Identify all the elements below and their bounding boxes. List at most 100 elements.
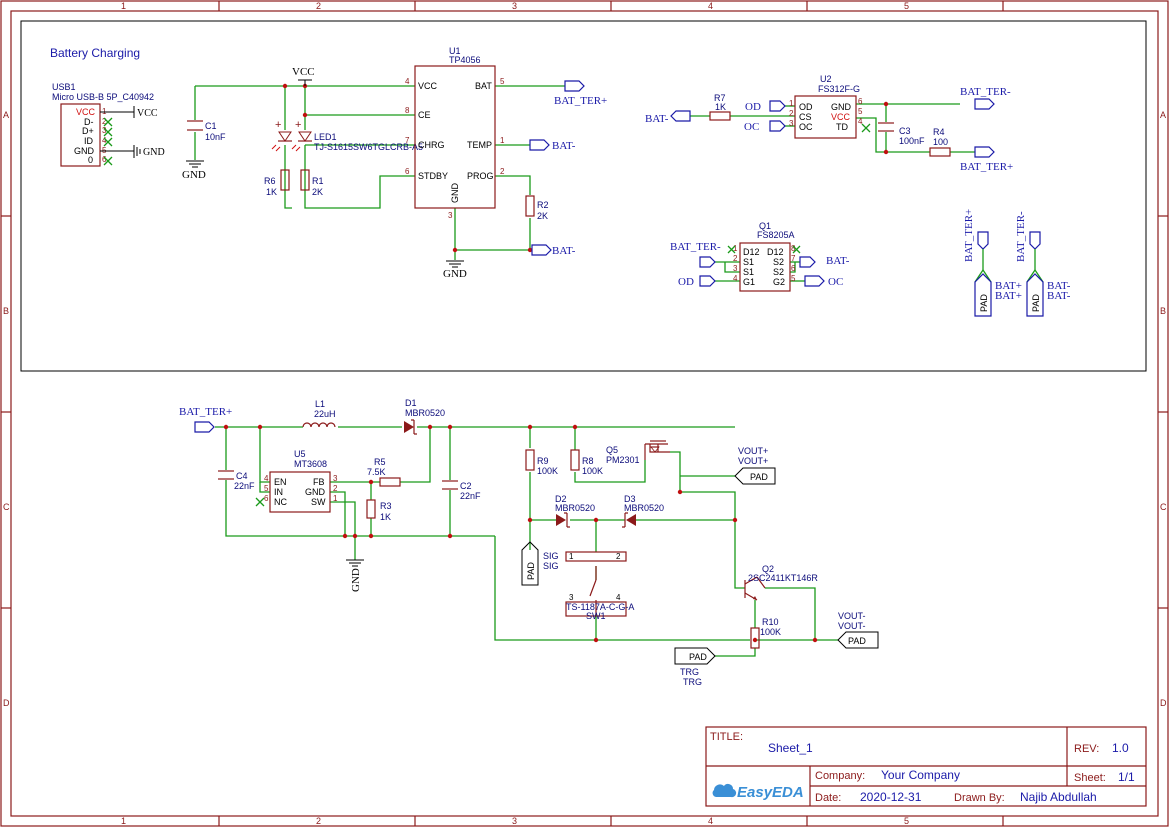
svg-text:PAD: PAD xyxy=(689,652,707,662)
svg-text:BAT_TER-: BAT_TER- xyxy=(1015,211,1027,262)
svg-text:BAT_TER+: BAT_TER+ xyxy=(963,209,975,262)
r1-resistor[interactable]: R1 2K xyxy=(300,169,324,197)
svg-text:6: 6 xyxy=(405,167,410,176)
svg-text:+: + xyxy=(295,119,301,131)
protection-junctions xyxy=(883,101,889,155)
svg-text:S2: S2 xyxy=(773,267,784,277)
net-flag-bat-minus-1: BAT- xyxy=(529,139,576,152)
svg-text:BAT+: BAT+ xyxy=(995,290,1022,302)
d2-schottky-diode[interactable]: D2 MBR0520 xyxy=(555,494,595,528)
r4-resistor[interactable]: R4 100 xyxy=(929,127,951,157)
svg-text:BAT-: BAT- xyxy=(826,255,850,267)
pad-vout-minus[interactable]: PAD VOUT- VOUT- xyxy=(837,611,879,649)
svg-text:6: 6 xyxy=(858,97,863,106)
r7-resistor[interactable]: R7 1K xyxy=(709,93,731,121)
row-label-b-right: B xyxy=(1160,306,1166,316)
date-value: 2020-12-31 xyxy=(860,790,922,804)
pad-bat-minus[interactable]: PAD BAT_TER- BAT- BAT- xyxy=(1015,211,1071,317)
q2-npn-transistor[interactable]: Q2 2SC2411KT146R xyxy=(744,564,818,601)
svg-text:MBR0520: MBR0520 xyxy=(555,503,595,513)
svg-text:VOUT+: VOUT+ xyxy=(738,446,768,456)
d1-schottky-diode[interactable]: D1 MBR0520 xyxy=(404,398,445,435)
c2-capacitor[interactable]: C2 22nF xyxy=(442,480,481,501)
title-block: TITLE: Sheet_1 REV: 1.0 Company: Your Co… xyxy=(705,726,1147,807)
svg-text:3: 3 xyxy=(789,119,794,128)
svg-text:BAT_TER+: BAT_TER+ xyxy=(554,95,607,107)
svg-text:C1: C1 xyxy=(205,121,217,131)
svg-text:GND: GND xyxy=(305,487,326,497)
svg-text:U2: U2 xyxy=(820,74,832,84)
r8-resistor[interactable]: R8 100K xyxy=(570,449,603,476)
q1-wires xyxy=(715,261,805,282)
svg-text:R2: R2 xyxy=(537,200,549,210)
svg-text:R10: R10 xyxy=(762,617,779,627)
col-label-2-bottom: 2 xyxy=(316,816,321,826)
svg-text:6: 6 xyxy=(791,264,796,273)
svg-text:22nF: 22nF xyxy=(460,491,481,501)
r10-resistor[interactable]: R10 100K xyxy=(750,617,781,649)
col-label-3: 3 xyxy=(512,1,517,11)
col-label-2: 2 xyxy=(316,1,321,11)
svg-text:1: 1 xyxy=(569,552,574,561)
svg-text:S2: S2 xyxy=(773,257,784,267)
c4-capacitor[interactable]: C4 22nF xyxy=(218,470,255,491)
svg-text:100nF: 100nF xyxy=(899,136,925,146)
r9-resistor[interactable]: R9 100K xyxy=(525,449,558,476)
net-flag-oc-2: OC xyxy=(804,275,843,288)
svg-text:EN: EN xyxy=(274,477,287,487)
svg-text:SIG: SIG xyxy=(543,561,559,571)
svg-text:ID: ID xyxy=(84,136,94,146)
svg-text:100: 100 xyxy=(933,137,948,147)
q5-pmos[interactable]: Q5 PM2301 xyxy=(606,440,670,465)
svg-text:R6: R6 xyxy=(264,176,276,186)
svg-text:2: 2 xyxy=(733,254,738,263)
svg-text:R7: R7 xyxy=(714,93,726,103)
svg-text:100K: 100K xyxy=(760,627,781,637)
svg-text:FS312F-G: FS312F-G xyxy=(818,84,860,94)
svg-text:VCC: VCC xyxy=(76,107,96,117)
svg-text:SIG: SIG xyxy=(543,551,559,561)
rev-label: REV: xyxy=(1074,743,1099,755)
net-flag-bat-ter-plus-3: BAT_TER+ xyxy=(179,406,232,433)
u5-mt3608[interactable]: U5 MT3608 EN IN NC 4 5 6 FB GND SW 3 2 1 xyxy=(255,449,338,513)
u1-tp4056[interactable]: U1 TP4056 VCC CE CHRG STDBY 4 8 7 6 BAT … xyxy=(405,46,505,220)
c1-capacitor[interactable]: C1 10nF xyxy=(187,120,226,142)
svg-text:BAT_TER+: BAT_TER+ xyxy=(179,406,232,418)
usb1-connector[interactable]: USB1 Micro USB-B 5P_C40942 VCC D- D+ ID … xyxy=(52,82,165,167)
gnd-symbol-c1: GND xyxy=(182,160,206,181)
r2-resistor[interactable]: R2 2K xyxy=(525,195,549,221)
company-label: Company: xyxy=(815,770,865,782)
pad-sig[interactable]: PAD SIG SIG xyxy=(521,541,559,586)
q1-fs8205a[interactable]: Q1 FS8205A D12 S1 S1 G1 1 2 3 4 D12 S2 S… xyxy=(727,221,801,292)
sw1-switch[interactable]: 1 2 3 4 TS-1187A-C-G-A SW1 xyxy=(565,551,634,621)
net-flag-bat-ter-minus-1: BAT_TER- xyxy=(960,86,1011,110)
row-label-c: C xyxy=(3,502,10,512)
pad-trg[interactable]: PAD TRG TRG xyxy=(674,647,716,687)
svg-text:TRG: TRG xyxy=(683,677,702,687)
l1-inductor[interactable]: L1 22uH xyxy=(302,399,336,428)
led1-dual-led[interactable]: ++ LED1 TJ-S1615SW6TGLCRB-A5 xyxy=(271,119,423,152)
r6-resistor[interactable]: R6 1K xyxy=(264,169,290,197)
net-flag-bat-minus-4: BAT- xyxy=(799,255,850,268)
svg-text:2: 2 xyxy=(500,167,505,176)
drawn-by-label: Drawn By: xyxy=(954,792,1005,804)
svg-text:S1: S1 xyxy=(743,267,754,277)
svg-text:0: 0 xyxy=(88,155,93,165)
r3-resistor[interactable]: R3 1K xyxy=(366,499,392,522)
svg-text:4: 4 xyxy=(616,593,621,602)
svg-text:GND: GND xyxy=(74,146,95,156)
svg-text:BAT+: BAT+ xyxy=(995,280,1022,292)
svg-text:SW1: SW1 xyxy=(586,611,606,621)
row-label-b: B xyxy=(3,306,9,316)
row-label-d-right: D xyxy=(1160,698,1167,708)
c3-capacitor[interactable]: C3 100nF xyxy=(878,122,925,146)
svg-text:D12: D12 xyxy=(767,247,784,257)
pad-vout-plus[interactable]: PAD VOUT+ VOUT+ xyxy=(734,446,776,485)
r5-resistor[interactable]: R5 7.5K xyxy=(367,457,401,487)
pad-bat-plus[interactable]: PAD BAT_TER+ BAT+ BAT+ xyxy=(963,209,1022,317)
d3-schottky-diode[interactable]: D3 MBR0520 xyxy=(622,494,664,528)
net-flag-oc-1: OC xyxy=(744,120,786,133)
drawn-by-value: Najib Abdullah xyxy=(1020,790,1097,804)
svg-text:PAD: PAD xyxy=(526,562,536,580)
u2-fs312f[interactable]: U2 FS312F-G OD CS OC 1 2 3 GND VCC TD 6 … xyxy=(789,74,871,139)
